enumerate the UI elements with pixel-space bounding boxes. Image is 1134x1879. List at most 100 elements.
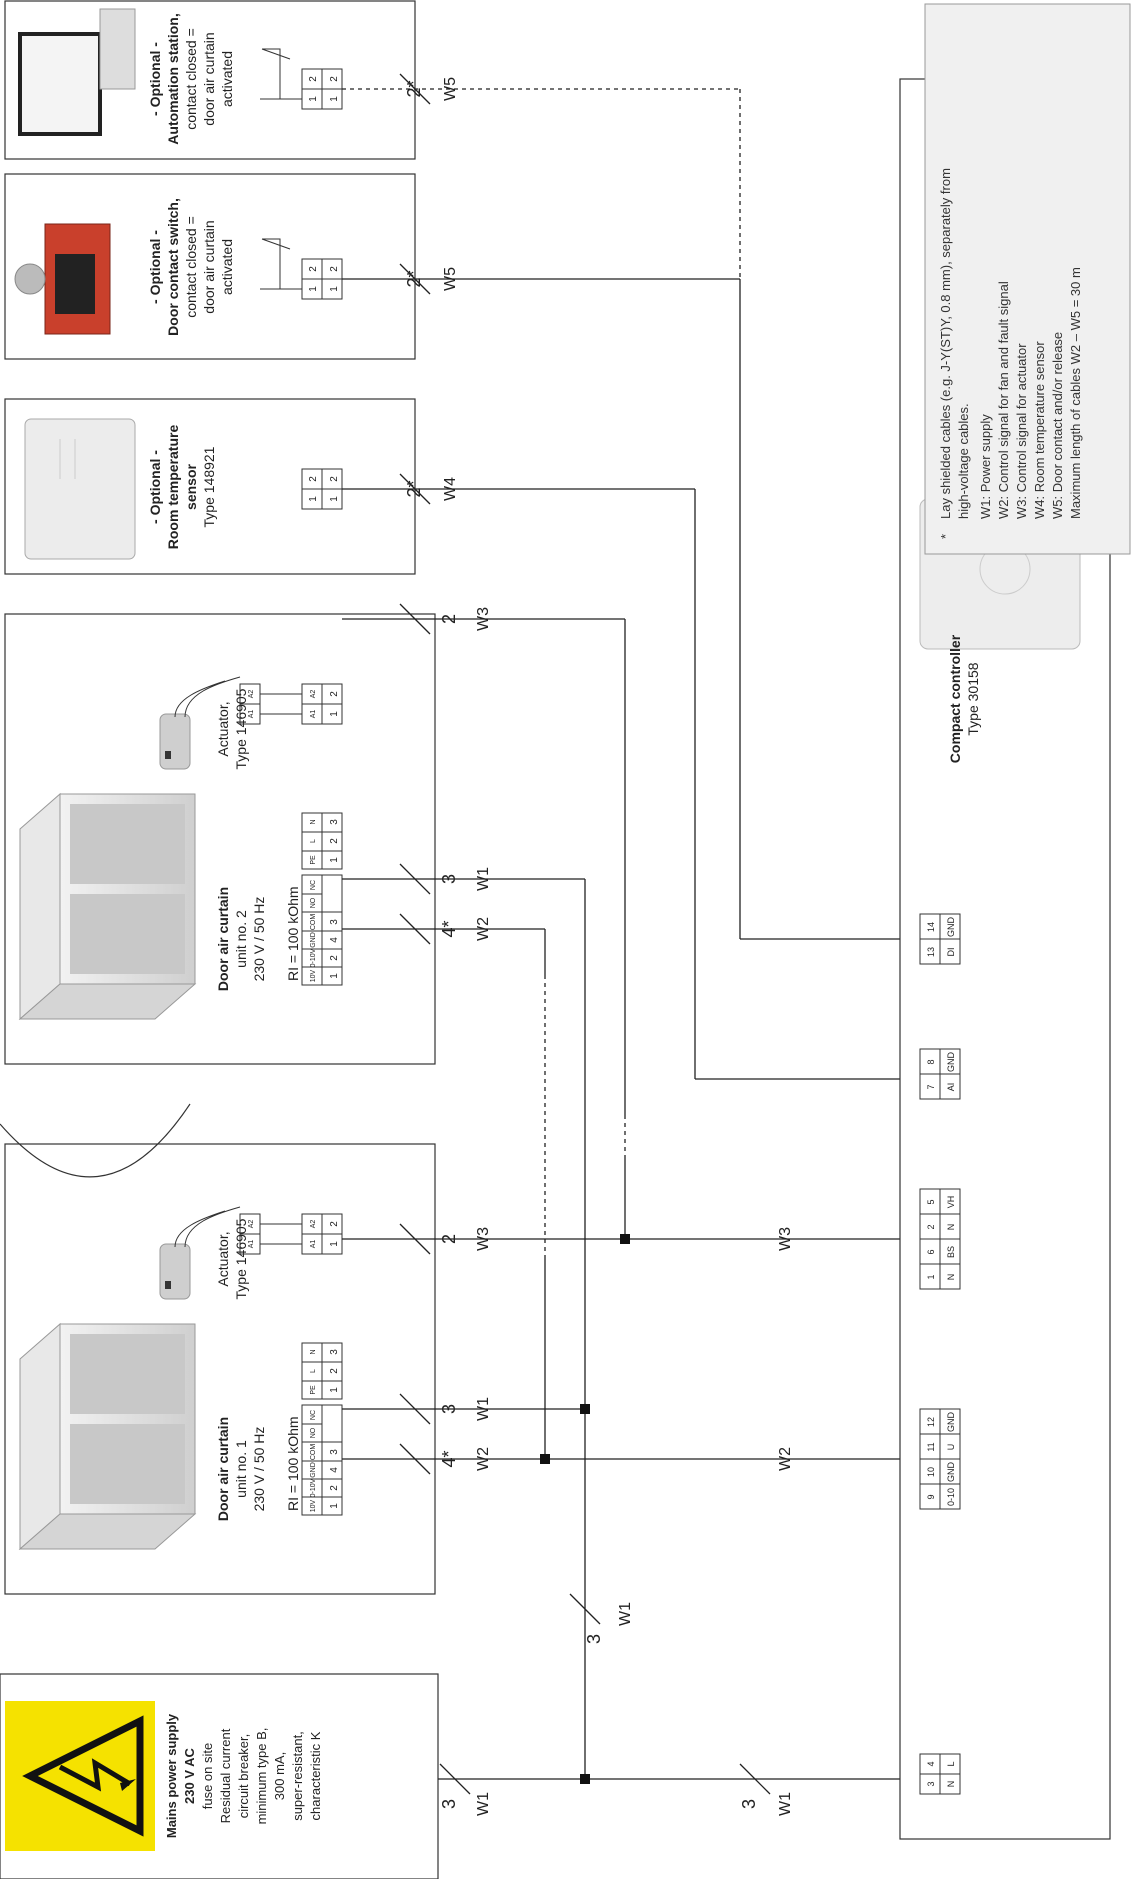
ta1: A1 [248,1240,255,1249]
controller-title: Compact controller [947,634,963,763]
count-u2-act: 2 [439,614,459,624]
sensor-box [4,398,416,575]
c4-n1: 8 [926,1059,936,1064]
c5-l1: GND [946,917,956,938]
unit2-actuator-terminal: A1 A2 A1 A2 1 2 [239,683,343,725]
pn1: 1 [329,1387,340,1393]
c2-n1: 10 [926,1467,936,1477]
a-a: 1 [308,96,319,102]
t-10v: 10V [310,1499,317,1512]
cable-w5-b: W5 [442,77,459,101]
s-d: 2 [329,476,340,482]
u2-t-0-10v: 0-10V [310,948,317,967]
mains-line-2: Residual current [218,1728,233,1823]
sensor-l4: Type 148921 [201,446,217,527]
unit1-sub1: unit no. 1 [233,1440,249,1498]
u2-t-l: L [310,839,317,843]
cable-u2-w2: W2 [475,917,492,941]
actuator-1-icon [159,1243,191,1300]
mains-label: Mains power supply 230 V AC fuse on site… [164,1713,323,1838]
u2-t-gnd: GND [310,932,317,948]
actuator1-line1: Actuator, [215,1231,231,1286]
sensor-l2: Room temperature [165,425,181,550]
auto-l1: - Optional - [147,42,163,116]
notes-l3: W1: Power supply [978,414,993,519]
auto-l3: contact closed = [183,28,199,130]
sensor-terminal: 1 2 1 2 [301,468,343,510]
cable-w1-b: W1 [777,1792,794,1816]
count-u2-control: 4* [439,920,459,937]
mains-line-7: characteristic K [308,1731,323,1820]
cable-w5-a: W5 [442,267,459,291]
d-b: 2 [308,266,319,272]
unit1-power-terminal: PE L N 1 2 3 [301,1342,343,1400]
n4: 4 [329,1467,340,1473]
mains-title: Mains power supply [164,1713,179,1838]
sensor-l1: - Optional - [147,450,163,524]
unit1-title: Door air curtain [215,1417,231,1521]
a-d: 2 [329,76,340,82]
c2-n0: 9 [926,1494,936,1499]
c1-n0: 3 [926,1781,936,1786]
unit1-actuator-terminal: A1 A2 A1 A2 1 2 [239,1213,343,1255]
count-sensor: 2* [404,480,424,497]
t-l: L [310,1369,317,1373]
u2n3: 3 [329,919,340,925]
count-u1-act: 2 [439,1234,459,1244]
c2-l2: U [946,1444,956,1451]
wires [342,88,900,1780]
c2-n3: 12 [926,1417,936,1427]
controller-type: Type 30158 [965,662,981,735]
mains-line-6: super-resistant, [290,1731,305,1821]
sensor-l3: sensor [183,463,199,509]
automation-box [4,0,416,160]
u2-t-n: N [310,819,317,824]
c2-l3: GND [946,1412,956,1433]
cable-u1-w3: W3 [475,1227,492,1251]
a-b: 2 [308,76,319,82]
notes-l6: W4: Room temperature sensor [1032,341,1047,519]
an1: 1 [329,1241,340,1247]
mains-line-1: fuse on site [200,1743,215,1810]
door-l2: Door contact switch, [165,198,181,336]
door-air-curtain-1-icon [18,1322,197,1551]
cable-w1-c: W1 [617,1602,634,1626]
u2n4: 4 [329,937,340,943]
notes-l2: high-voltage cables. [956,403,971,519]
n3: 3 [329,1449,340,1455]
notes: * Lay shielded cables (e.g. J-Y(ST)Y, 0.… [938,168,1083,539]
c2-l1: GND [946,1462,956,1483]
cable-w4: W4 [442,477,459,501]
a-c: 1 [329,96,340,102]
door-l3: contact closed = [183,216,199,318]
t-0-10v: 0-10V [310,1478,317,1497]
auto-l5: activated [219,51,235,107]
c5-l0: DI [946,948,956,957]
n1: 1 [329,1503,340,1509]
unit2-sub2: 230 V / 50 Hz [251,897,267,982]
c5-n1: 14 [926,922,936,932]
u2-t-10v: 10V [310,969,317,982]
count-u2-power: 3 [439,874,459,884]
u2-t-pe: PE [310,855,317,865]
u2-t-com: COM [310,914,317,931]
u2ta2b: A2 [310,690,317,699]
t-no: NO [310,1427,317,1438]
d-d: 2 [329,266,340,272]
notes-l8: Maximum length of cables W2 – W5 = 30 m [1068,267,1083,519]
count-w1-c: 3 [584,1634,604,1644]
c3-l1: BS [946,1246,956,1258]
actuator1-cable [174,1206,241,1248]
mains-line-4: minimum type B, [254,1728,269,1825]
actuator1-line2: Type 146905 [233,1218,249,1299]
c1-n1: 4 [926,1761,936,1766]
auto-l4: door air curtain [201,32,217,125]
an2: 2 [329,1221,340,1227]
door-l4: door air curtain [201,220,217,313]
t-pe: PE [310,1385,317,1395]
u2pn1: 1 [329,857,340,863]
controller-terminals: 3 4 N L 9 10 11 12 0-10 GND U GND 1 6 2 … [919,913,961,1795]
door-air-curtain-2-icon [18,792,197,1021]
separator-curve [0,1103,191,1178]
